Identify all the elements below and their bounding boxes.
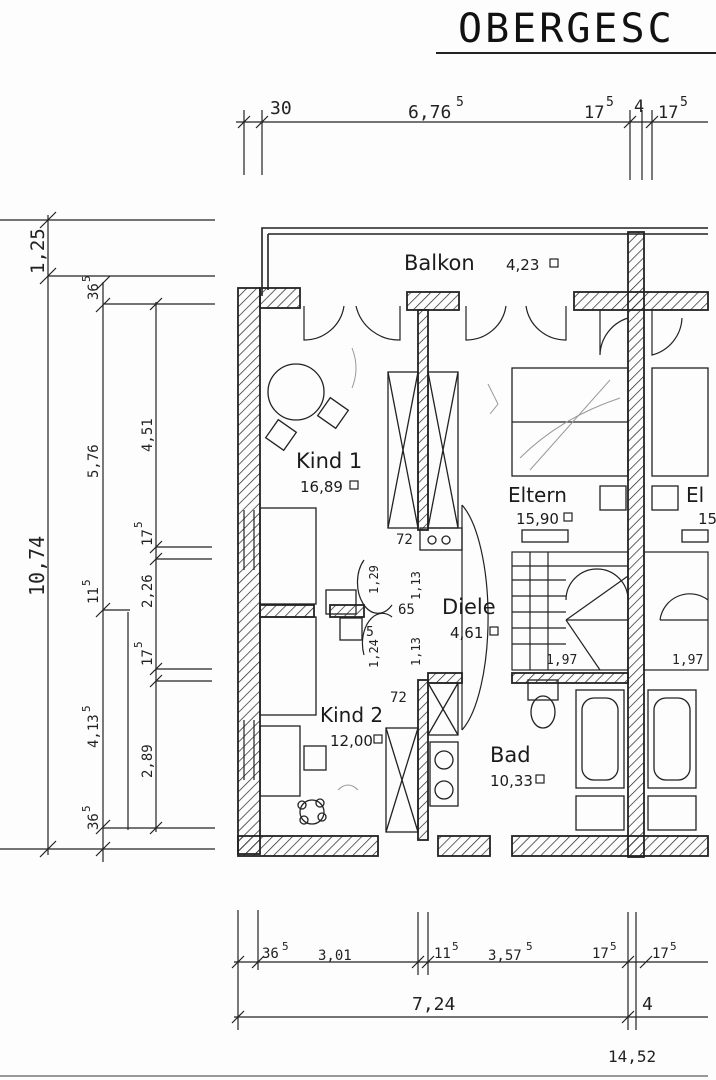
dim-365b-sup: 5 xyxy=(80,805,93,812)
dim-175b: 17 xyxy=(140,649,156,666)
room-diele-name: Diele xyxy=(442,595,496,619)
top-dimension-lines xyxy=(236,110,708,180)
dim-115-sup: 5 xyxy=(452,940,459,953)
room-bad-area: 10,33 xyxy=(490,772,533,790)
room-balkon-area: 4,23 xyxy=(506,256,539,274)
windows xyxy=(243,305,683,780)
title-underline xyxy=(436,52,716,54)
bottom-dimension-labels: 36 5 3,01 11 5 3,57 5 17 5 17 5 7,24 4 1… xyxy=(262,940,677,1066)
dim-30: 30 xyxy=(270,98,292,119)
dim-4: 4 xyxy=(634,97,644,117)
dim-1-24: 1,24 xyxy=(367,639,381,668)
area-square-icon xyxy=(373,734,383,744)
dim-4-51: 4,51 xyxy=(140,418,156,452)
room-kind2-name: Kind 2 xyxy=(320,703,383,727)
dim-72b: 72 xyxy=(390,690,407,706)
dim-72a: 72 xyxy=(396,532,413,548)
dim-1-29: 1,29 xyxy=(367,565,381,594)
dim-175b-sup: 5 xyxy=(680,95,688,110)
plan-title-text: OBERGESC xyxy=(458,6,675,52)
room-kind1-name: Kind 1 xyxy=(296,449,362,473)
walls xyxy=(237,231,709,858)
left-dimension-lines xyxy=(0,211,215,862)
dim-4-135: 4,13 xyxy=(86,714,102,748)
room-kind2-area: 12,00 xyxy=(330,732,373,750)
dim-175a-sup: 5 xyxy=(606,95,614,110)
dim-5-76: 5,76 xyxy=(86,444,102,478)
room-eltern-name: Eltern xyxy=(508,483,567,507)
dim-total-10-74: 10,74 xyxy=(25,536,49,596)
dim-65: 65 xyxy=(398,602,415,618)
eltern-furniture xyxy=(511,367,709,543)
bathroom-fixtures xyxy=(429,679,697,831)
room-kind1-area: 16,89 xyxy=(300,478,343,496)
pencil-sketches xyxy=(337,347,621,791)
dim-175a: 17 xyxy=(584,103,604,123)
dim-365b: 36 xyxy=(86,813,102,830)
dim-365: 36 xyxy=(262,946,279,962)
dim-175b-sup: 5 xyxy=(670,940,677,953)
room-diele-area: 4,61 xyxy=(450,624,483,642)
dim-175b: 17 xyxy=(658,103,678,123)
dim-4: 4 xyxy=(642,994,653,1015)
dim-2-26: 2,26 xyxy=(140,574,156,608)
dim-1-13a: 1,13 xyxy=(409,571,423,600)
kind1-furniture xyxy=(259,363,363,716)
inner-dimension-labels: 72 1,29 1,13 65 1,24 5 1,13 72 1,97 1,97 xyxy=(366,532,703,706)
dim-14-52: 14,52 xyxy=(608,1047,656,1066)
area-square-icon xyxy=(489,626,499,636)
bottom-dimension-lines xyxy=(231,910,708,1030)
room-balkon-name: Balkon xyxy=(404,251,475,275)
dim-7-24: 7,24 xyxy=(412,994,455,1015)
kind2-furniture xyxy=(259,725,327,825)
room-eltern2-area: 15 xyxy=(698,510,716,528)
dim-1-97a: 1,97 xyxy=(546,653,577,668)
dim-365a: 36 xyxy=(86,283,102,300)
dim-115: 11 xyxy=(86,587,102,604)
left-dimension-labels: 10,74 1,25 36 5 5,76 4,51 17 5 11 5 2,26… xyxy=(25,228,156,830)
wardrobes xyxy=(385,371,463,833)
area-square-icon xyxy=(563,512,573,522)
dim-365a-sup: 5 xyxy=(80,275,93,282)
area-square-icon xyxy=(349,480,359,490)
dim-175a: 17 xyxy=(592,946,609,962)
top-dimension-labels: 30 6,76 5 17 5 4 17 5 xyxy=(270,95,688,123)
dim-1-13b: 1,13 xyxy=(409,637,423,666)
dim-5: 5 xyxy=(366,625,374,640)
plan-title: OBERGESC xyxy=(436,6,716,54)
dim-115: 11 xyxy=(434,946,451,962)
dim-3-01: 3,01 xyxy=(318,948,352,964)
dim-6765: 6,76 xyxy=(408,102,451,123)
dim-2-89: 2,89 xyxy=(140,744,156,778)
room-bad-name: Bad xyxy=(490,743,531,767)
room-eltern-area: 15,90 xyxy=(516,510,559,528)
dim-175b-sup: 5 xyxy=(132,641,145,648)
dim-175a-sup: 5 xyxy=(610,940,617,953)
dim-4-135-sup: 5 xyxy=(80,705,93,712)
dim-6765-sup: 5 xyxy=(456,95,464,110)
dim-115-sup: 5 xyxy=(80,579,93,586)
dim-365-sup: 5 xyxy=(282,940,289,953)
dim-175a: 17 xyxy=(140,529,156,546)
area-square-icon xyxy=(549,258,559,268)
dim-3-575: 3,57 xyxy=(488,948,522,964)
area-square-icon xyxy=(535,774,545,784)
dim-3-575-sup: 5 xyxy=(526,940,533,953)
dim-175a-sup: 5 xyxy=(132,521,145,528)
dim-1-25: 1,25 xyxy=(27,228,49,274)
dim-175b: 17 xyxy=(652,946,669,962)
stairs xyxy=(511,551,709,671)
room-eltern2-name: El xyxy=(686,483,704,507)
room-labels: Balkon 4,23 Kind 1 16,89 Eltern 15,90 El… xyxy=(296,251,716,790)
dim-1-97b: 1,97 xyxy=(672,653,703,668)
